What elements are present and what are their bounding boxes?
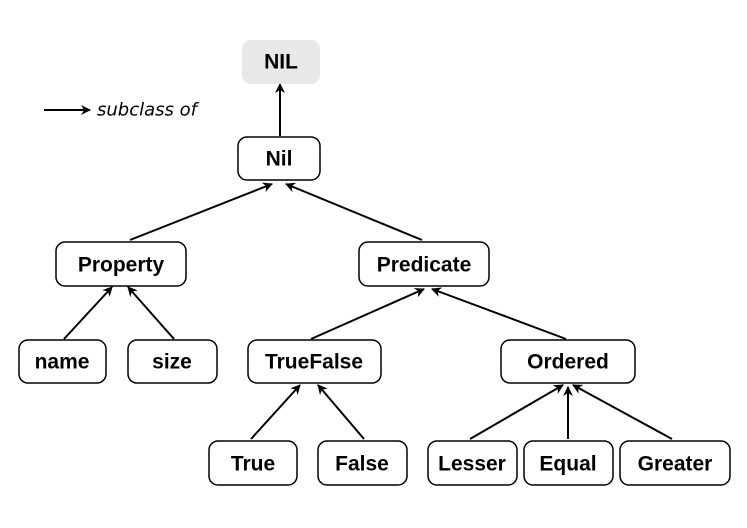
edge-size-to-property xyxy=(127,286,175,340)
edge-property-to-nil xyxy=(129,182,273,241)
node-label: True xyxy=(231,453,275,476)
node-label: NIL xyxy=(264,51,298,74)
edges xyxy=(63,83,673,440)
nodes: NIL Nil Property Predicate name size Tru… xyxy=(18,40,731,486)
node-label: Nil xyxy=(266,148,293,171)
node-equal: Equal xyxy=(523,440,614,486)
node-label: False xyxy=(335,453,389,476)
node-size: size xyxy=(127,339,218,384)
edge-name-to-property xyxy=(63,286,113,340)
node-label: Property xyxy=(78,254,165,277)
node-lesser: Lesser xyxy=(427,440,518,486)
node-predicate: Predicate xyxy=(358,241,490,287)
edge-ordered-to-predicate xyxy=(431,287,567,340)
node-true: True xyxy=(208,440,298,486)
node-label: Lesser xyxy=(438,453,506,476)
node-nil: Nil xyxy=(237,136,321,181)
legend-label: subclass of xyxy=(97,100,200,121)
node-greater: Greater xyxy=(619,440,731,486)
edge-truefalse-to-predicate xyxy=(310,288,425,340)
node-false: False xyxy=(317,440,408,486)
node-label: Equal xyxy=(539,453,596,476)
node-label: Greater xyxy=(638,453,713,476)
node-ordered: Ordered xyxy=(500,339,636,384)
edge-greater-to-ordered xyxy=(572,384,673,440)
edge-lesser-to-ordered xyxy=(469,384,564,440)
node-name: name xyxy=(18,339,107,384)
node-label: size xyxy=(152,351,192,374)
legend: subclass of xyxy=(44,100,200,121)
node-nil-root: NIL xyxy=(242,40,320,84)
node-property: Property xyxy=(55,241,187,287)
edge-false-to-truefalse xyxy=(317,384,365,440)
edge-predicate-to-nil xyxy=(285,182,423,241)
node-truefalse: TrueFalse xyxy=(247,339,382,384)
node-label: name xyxy=(35,351,90,374)
node-label: Predicate xyxy=(377,254,472,277)
edge-true-to-truefalse xyxy=(250,384,301,440)
node-label: TrueFalse xyxy=(265,351,363,374)
node-label: Ordered xyxy=(527,351,609,374)
